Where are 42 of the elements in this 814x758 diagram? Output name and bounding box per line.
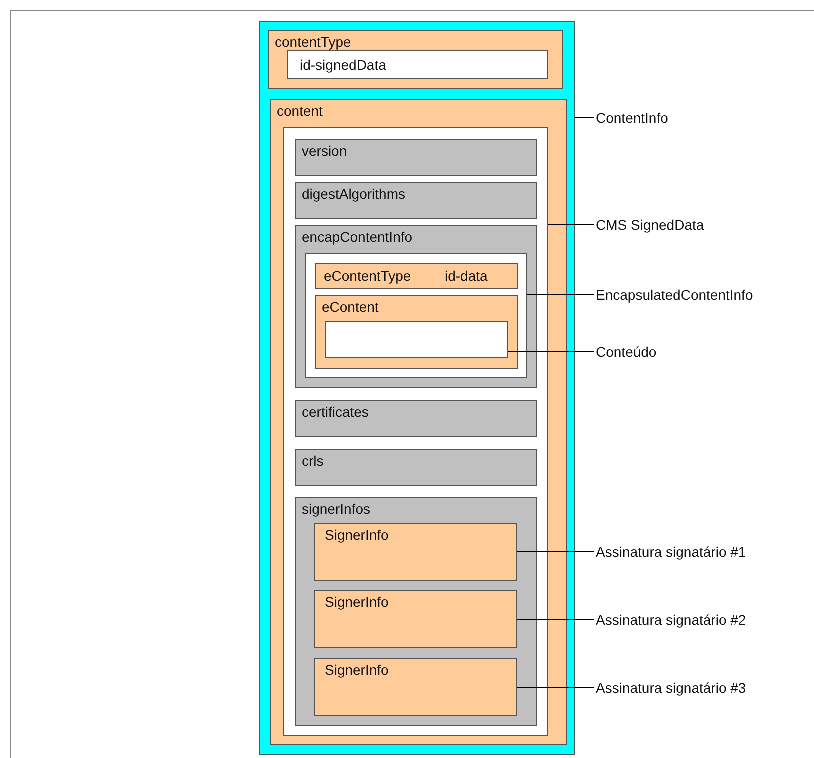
field-name: content	[277, 103, 323, 119]
field-name: contentType	[275, 34, 352, 50]
value-box	[325, 321, 508, 358]
field-name: SignerInfo	[325, 662, 389, 678]
field-box	[268, 30, 563, 89]
callout-label: EncapsulatedContentInfo	[596, 287, 754, 303]
field-box	[315, 263, 518, 289]
container-box	[305, 253, 527, 378]
field-name: signerInfos	[302, 501, 370, 517]
field-name: SignerInfo	[325, 594, 389, 610]
field-name: encapContentInfo	[302, 229, 413, 245]
leader-line	[526, 294, 594, 296]
callout-label: Assinatura signatário #2	[596, 612, 746, 628]
field-box	[295, 139, 537, 176]
field-name: certificates	[302, 404, 369, 420]
value-box	[287, 50, 548, 79]
callout-label: ContentInfo	[596, 110, 668, 126]
callout-label: Assinatura signatário #3	[596, 680, 746, 696]
field-box	[315, 295, 518, 369]
container-box	[283, 127, 548, 736]
field-box	[314, 590, 517, 648]
callout-label: Assinatura signatário #1	[596, 544, 746, 560]
field-box	[295, 449, 537, 486]
field-name: digestAlgorithms	[302, 186, 406, 202]
field-name: crls	[302, 453, 324, 469]
value-text: id-signedData	[300, 57, 386, 73]
field-box	[295, 400, 537, 437]
field-box	[295, 182, 537, 219]
field-name: version	[302, 143, 348, 159]
field-box	[314, 658, 517, 716]
field-box	[295, 497, 537, 726]
callout-label: CMS SignedData	[596, 217, 704, 233]
callout-label: Conteúdo	[596, 344, 657, 360]
field-name: SignerInfo	[325, 527, 389, 543]
leader-line	[548, 224, 594, 226]
field-name: id-data	[445, 268, 488, 284]
field-name: eContentType	[324, 268, 412, 284]
field-box	[295, 225, 537, 388]
outer-container-box	[259, 21, 575, 755]
field-box	[270, 99, 567, 745]
field-name: eContent	[322, 299, 379, 315]
field-box	[314, 523, 517, 581]
